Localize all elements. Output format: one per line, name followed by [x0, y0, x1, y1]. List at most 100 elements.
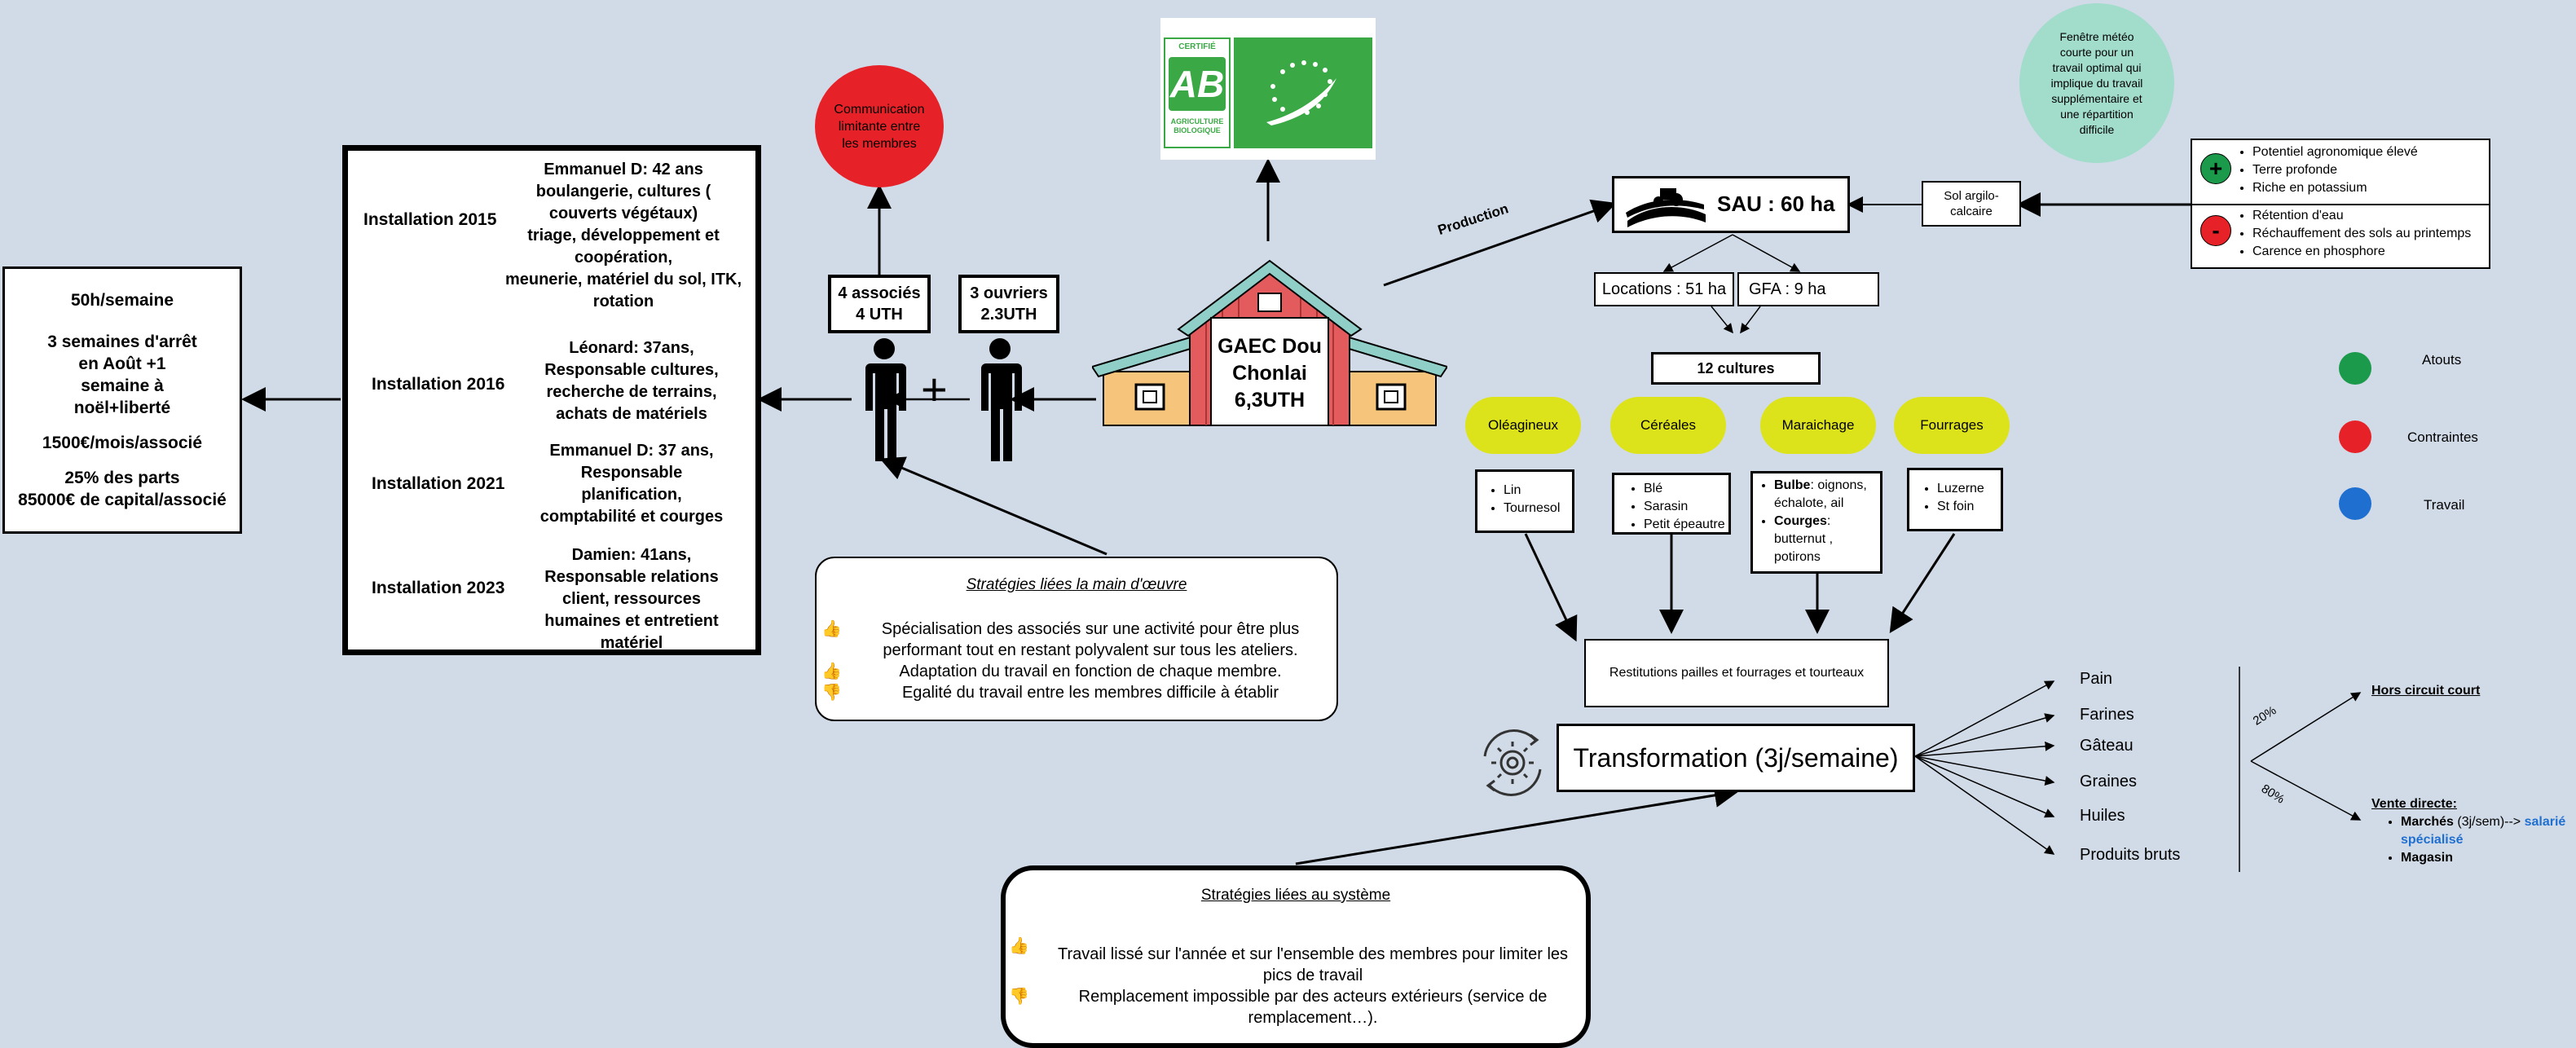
text-line: AGRICULTURE [1170, 117, 1224, 125]
gfa-text: GFA : 9 ha [1749, 280, 1826, 298]
list-item: Bulbe: oignons, échalote, ail [1774, 477, 1877, 513]
text-line: Communication [834, 102, 925, 117]
text-line: GAEC Dou [1218, 334, 1322, 358]
installation-text: Léonard: 37ans, Responsable cultures, re… [522, 337, 742, 425]
strengths-list: Potentiel agronomique élevé Terre profon… [2235, 143, 2418, 197]
transformation-box: Transformation (3j/semaine) [1557, 724, 1915, 792]
text-line: 4 UTH [856, 306, 903, 324]
list-item: Réchauffement des sols au printemps [2252, 225, 2471, 243]
locations-box: Locations : 51 ha [1594, 272, 1734, 306]
list-item: Luzerne [1937, 480, 2001, 498]
product-item: Farines [2080, 706, 2134, 724]
text-line: calcaire [1950, 205, 1993, 218]
item-rest: : butternut , potirons [1774, 514, 1834, 564]
sau-box: SAU : 60 ha [1612, 176, 1850, 233]
cereales-list: Blé Sarasin Petit épeautre [1612, 473, 1731, 535]
shares-line: 25% des parts [64, 469, 180, 487]
strategy-title: Stratégies liées la main d'œuvre [966, 576, 1187, 593]
oleagineux-list: Lin Tournesol [1475, 469, 1574, 533]
thumbs-down-icon: 👎 [1009, 988, 1029, 1006]
installation-label: Installation 2023 [372, 579, 505, 597]
text-line: Fenêtre météo [2059, 29, 2134, 43]
gfa-box: GFA : 9 ha [1737, 272, 1879, 306]
text-line: Emmanuel D: 42 ans [544, 161, 703, 178]
text-line: meunerie, matériel du sol, ITK, [504, 271, 742, 288]
thumbs-up-icon: 👍 [821, 620, 842, 638]
list-item: Rétention d'eau [2252, 207, 2471, 225]
text-line: Chonlai [1232, 361, 1307, 385]
meteo-circle: Fenêtre météo courte pour un travail opt… [2019, 3, 2174, 163]
vacation-line: 3 semaines d'arrêt [47, 332, 197, 351]
list-item: Courges: butternut , potirons [1774, 513, 1877, 566]
income-text: 1500€/mois/associé [42, 434, 203, 452]
text-line: 3 ouvriers [970, 284, 1048, 302]
strategy-item: Adaptation du travail en fonction de cha… [899, 663, 1282, 680]
hors-circuit-label: Hors circuit court [2371, 684, 2481, 698]
text-line: limitante entre [838, 119, 921, 134]
eu-organic-leaf-icon [1234, 37, 1372, 148]
person-icon [981, 338, 1022, 461]
soil-properties-box: + Potentiel agronomique élevé Terre prof… [2191, 139, 2490, 269]
thumbs-down-icon: 👎 [821, 684, 842, 702]
legend-label: Contraintes [2407, 429, 2478, 445]
cultures-box: 12 cultures [1651, 352, 1821, 385]
text-line: triage, développement et [527, 227, 720, 244]
bio-text: AGRICULTURE BIOLOGIQUE [1165, 117, 1229, 135]
installation-text: Emmanuel D: 42 ans boulangerie, cultures… [497, 159, 750, 313]
text-line: achats de matériels [556, 405, 707, 423]
text-line: 2.3UTH [980, 306, 1037, 324]
text-line: rotation [592, 293, 654, 310]
plus-sign: + [921, 363, 948, 415]
sau-text: SAU : 60 ha [1717, 192, 1835, 216]
text-line: coopération, [574, 249, 672, 266]
text-line: comptabilité et courges [539, 508, 724, 526]
product-item: Huiles [2080, 807, 2125, 825]
product-item: Gâteau [2080, 737, 2133, 755]
shares-line: 85000€ de capital/associé [18, 491, 227, 509]
text-line: boulangerie, cultures ( [535, 183, 711, 200]
text-line: couverts végétaux) [548, 205, 698, 222]
product-item: Graines [2080, 773, 2138, 790]
tractor-icon [1626, 188, 1706, 227]
strategy-item: Travail lissé sur l'année et sur l'ensem… [1057, 945, 1569, 984]
list-item: Riche en potassium [2252, 179, 2418, 197]
category-pill: Fourrages [1894, 397, 2010, 454]
thumbs-up-icon: 👍 [821, 663, 842, 680]
thumbs-up-icon: 👍 [1009, 937, 1029, 955]
product-item: Pain [2080, 670, 2113, 688]
minus-badge: - [2200, 215, 2231, 246]
installation-label: Installation 2015 [363, 210, 497, 229]
list-item: Marchés (3j/sem)--> salarié spécialisé [2401, 813, 2575, 849]
legend-dot [2339, 421, 2371, 453]
barn-icon [1092, 259, 1447, 426]
category-pill: Céréales [1610, 397, 1726, 454]
text-line: travail optimal qui [2052, 60, 2142, 74]
item-bold: Courges [1774, 514, 1827, 528]
strategy-title: Stratégies liées au système [1200, 887, 1391, 904]
text-line: humaines et entretient [544, 612, 719, 630]
vacation-line: noël+liberté [73, 399, 171, 417]
text-line: Responsable relations [544, 568, 719, 586]
text-line: Damien: 41ans, [571, 546, 692, 564]
text-line: difficile [2079, 122, 2115, 136]
text-line: recherche de terrains, [546, 383, 717, 401]
installations-box [342, 145, 761, 655]
maraichage-list: Bulbe: oignons, échalote, ail Courges: b… [1750, 471, 1882, 574]
gear-cycle-icon [1483, 729, 1542, 796]
strategy-item: Remplacement impossible par des acteurs … [1078, 988, 1548, 1027]
ouvriers-box: 3 ouvriers 2.3UTH [958, 275, 1059, 333]
list-item: Petit épeautre [1644, 516, 1728, 534]
product-item: Produits bruts [2080, 846, 2181, 864]
category-pill: Maraichage [1760, 397, 1876, 454]
vente-directe: Vente directe: Marchés (3j/sem)--> salar… [2371, 795, 2575, 867]
text-line: implique du travail [2050, 76, 2143, 90]
vacation-line: semaine à [81, 376, 164, 395]
constraints-list: Rétention d'eau Réchauffement des sols a… [2235, 207, 2471, 261]
list-item: Potentiel agronomique élevé [2252, 143, 2418, 161]
plus-badge: + [2200, 153, 2231, 184]
vente-title: Vente directe: [2371, 797, 2457, 811]
hours-text: 50h/semaine [70, 291, 174, 310]
installation-text: Damien: 41ans, Responsable relations cli… [522, 544, 742, 654]
text-line: matériel [600, 634, 663, 652]
